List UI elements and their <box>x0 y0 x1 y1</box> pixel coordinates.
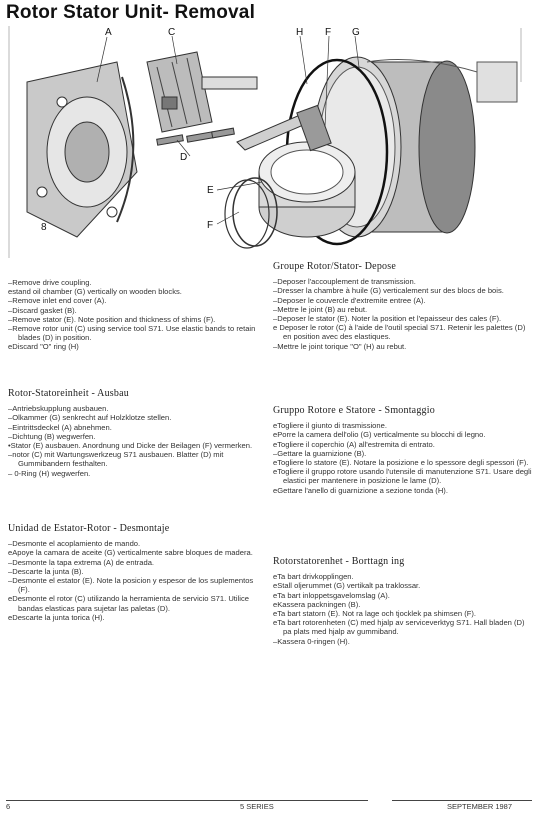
section-heading: Rotor-Statoreinheit - Ausbau <box>8 388 129 399</box>
list-item: –Remove inlet end cover (A). <box>8 296 107 306</box>
spanish-steps: –Desmonte el acoplamiento de mando. eApo… <box>8 539 266 622</box>
list-item: –Deposer le stator (E). Noter la positio… <box>273 314 502 324</box>
callout-g: G <box>352 27 360 38</box>
section-heading: Gruppo Rotore e Statore - Smontaggio <box>273 405 435 416</box>
list-item: –Desmonte el estator (E). Note la posici… <box>8 576 254 595</box>
list-item: eGettare l'anello di guarnizione a sezio… <box>273 485 448 495</box>
section-german: Rotor-Statoreinheit - Ausbau –Antriebsku… <box>8 388 266 478</box>
page-title: Rotor Stator Unit- Removal <box>6 2 256 23</box>
rotor-blades <box>156 127 235 146</box>
stator <box>258 141 356 238</box>
list-item: –Dresser la chambre à huile (G) vertical… <box>273 286 504 296</box>
list-item: –Remove stator (E). Note position and th… <box>8 314 216 324</box>
callout-d: D <box>180 152 187 163</box>
list-item: eTogliere il gruppo rotore usando l'uten… <box>273 467 532 486</box>
list-item: estand oil chamber (G) vertically on woo… <box>8 287 182 297</box>
section-heading: Unidad de Estator-Rotor - Desmontaje <box>8 523 170 534</box>
gasket <box>116 76 135 223</box>
section-french: Groupe Rotor/Stator- Depose –Deposer l'a… <box>273 261 535 351</box>
list-item: –Olkammer (G) senkrecht auf Holzklotze s… <box>8 413 172 423</box>
inlet-end-cover <box>26 61 138 238</box>
english-steps: –Remove drive coupling. estand oil chamb… <box>8 278 266 352</box>
list-item: –Desmonte la tapa extrema (A) de entrada… <box>8 557 155 567</box>
list-item: eTa bart drivkopplingen. <box>273 572 354 582</box>
list-item: –Desmonte el acoplamiento de mando. <box>8 539 141 549</box>
list-item: eTa bart rotorenheten (C) med hjalp av s… <box>273 618 525 637</box>
section-spanish: Unidad de Estator-Rotor - Desmontaje –De… <box>8 523 266 622</box>
date-label: SEPTEMBER 1987 <box>447 802 513 811</box>
callout-a: A <box>105 27 112 38</box>
german-steps: –Antriebskupplung ausbauen. –Olkammer (G… <box>8 404 266 478</box>
list-item: –Gettare la guarnizione (B). <box>273 448 367 458</box>
exploded-view-illustration: A C H F G D E F 8 <box>8 26 522 258</box>
list-item: eDesmonte el rotor (C) utilizando la her… <box>8 594 249 613</box>
list-item: –Descarte la junta (B). <box>8 566 84 576</box>
list-item: e Deposer le rotor (C) à l'aide de l'out… <box>273 323 526 342</box>
footer-rule-left <box>6 800 368 801</box>
series-label: 5 SERIES <box>240 802 274 811</box>
list-item: –Dichtung (B) wegwerfen. <box>8 431 96 441</box>
callout-8: 8 <box>41 222 47 233</box>
section-english: –Remove drive coupling. estand oil chamb… <box>8 278 266 352</box>
list-item: eApoye la camara de aceite (G) verticalm… <box>8 548 253 558</box>
list-item: eTa bart statorn (E). Not ra lage och tj… <box>273 609 477 619</box>
list-item: eTogliere il giunto di trasmissione. <box>273 421 387 431</box>
list-item: eDiscard "O" ring (H) <box>8 342 79 352</box>
list-item: eTa bart inloppetsgavelomslag (A). <box>273 590 390 600</box>
footer-rule-right <box>392 800 532 801</box>
list-item: •Stator (E) ausbauen. Anordnung und Dick… <box>8 441 253 451</box>
callout-e: E <box>207 185 214 196</box>
list-item: eStall oljerummet (G) vertikalt pa trakl… <box>273 581 421 591</box>
section-italian: Gruppo Rotore e Statore - Smontaggio eTo… <box>273 405 535 495</box>
section-heading: Rotorstatorenhet - Borttagn ing <box>273 556 405 567</box>
swedish-steps: eTa bart drivkopplingen. eStall oljerumm… <box>273 572 535 646</box>
list-item: –Eintrittsdeckel (A) abnehmen. <box>8 422 112 432</box>
list-item: eTogliere lo statore (E). Notare la posi… <box>273 458 529 468</box>
list-item: –Deposer le couvercle d'extremite entree… <box>273 295 426 305</box>
italian-steps: eTogliere il giunto di trasmissione. ePo… <box>273 421 535 495</box>
list-item: –Mettre le joint (B) au rebut. <box>273 304 368 314</box>
list-item: –Antriebskupplung ausbauen. <box>8 404 109 414</box>
callout-c: C <box>168 27 175 38</box>
list-item: –Remove rotor unit (C) using service too… <box>8 324 256 343</box>
french-steps: –Deposer l'accouplement de transmission.… <box>273 277 535 351</box>
list-item: – 0-Ring (H) wegwerfen. <box>8 468 91 478</box>
shim <box>224 179 270 249</box>
list-item: eDescarte la junta torica (H). <box>8 612 105 622</box>
service-tool <box>236 104 332 152</box>
list-item: –Deposer l'accouplement de transmission. <box>273 277 416 287</box>
list-item: –Remove drive coupling. <box>8 278 92 287</box>
rotor <box>146 51 258 133</box>
list-item: –Kassera 0-ringen (H). <box>273 636 350 646</box>
page-number: 6 <box>6 802 11 811</box>
callout-f-top: F <box>325 27 331 38</box>
section-swedish: Rotorstatorenhet - Borttagn ing eTa bart… <box>273 556 535 646</box>
section-heading: Groupe Rotor/Stator- Depose <box>273 261 396 272</box>
list-item: eTogliere il coperchio (A) all'estremita… <box>273 439 435 449</box>
list-item: –notor (C) mit Wartungswerkzeug S71 ausb… <box>8 450 224 469</box>
list-item: ePorre la camera dell'olio (G) verticalm… <box>273 430 486 440</box>
list-item: –Mettre le joint torique "O" (H) au rebu… <box>273 341 407 351</box>
list-item: eKassera packningen (B). <box>273 599 361 609</box>
list-item: –Discard gasket (B). <box>8 305 77 315</box>
callout-f-bottom: F <box>207 220 213 231</box>
callout-h: H <box>296 27 303 38</box>
